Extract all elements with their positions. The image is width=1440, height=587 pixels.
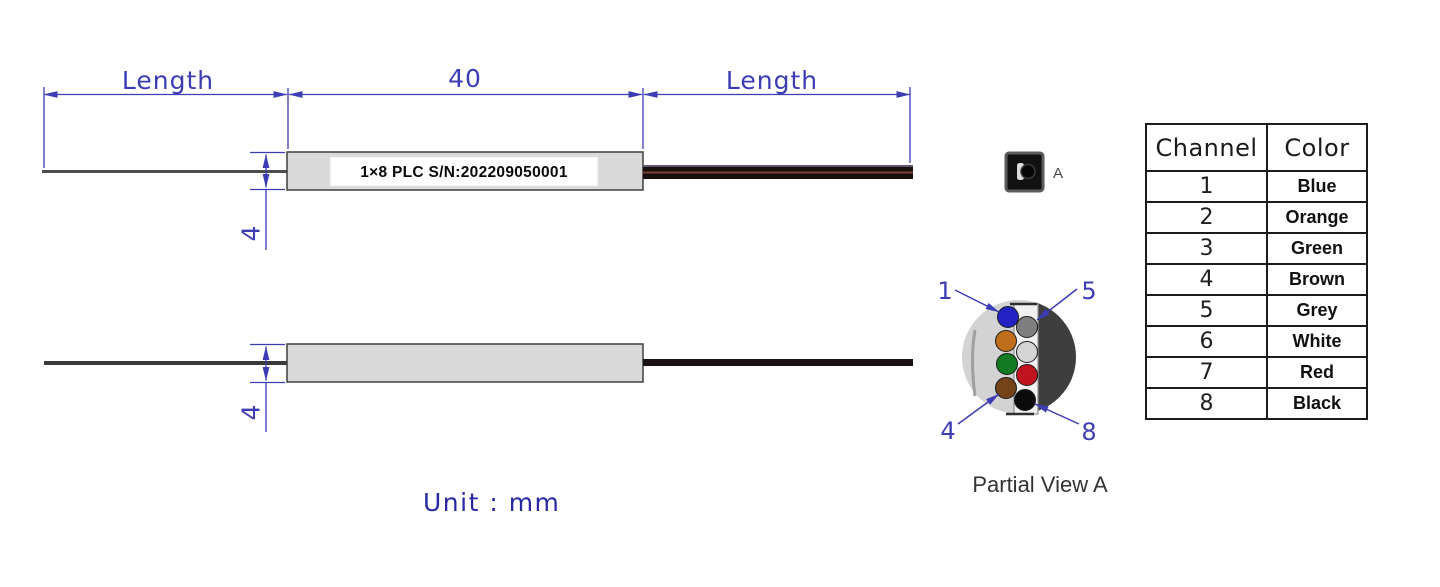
color-cell: Green — [1266, 232, 1368, 265]
fiber-dot-ch5-grey — [1016, 316, 1038, 338]
channel-cell: 4 — [1145, 263, 1268, 296]
detail-marker-label: A — [1053, 165, 1063, 182]
channel-cell: 5 — [1145, 294, 1268, 327]
channel-cell: 6 — [1145, 325, 1268, 358]
table-row: 5 Grey — [1145, 294, 1368, 327]
leader-line-ch1 — [954, 289, 1000, 313]
callout-5: 5 — [1081, 277, 1096, 305]
bottom-view: 4 — [44, 343, 913, 432]
leader-line-ch8 — [1034, 403, 1080, 425]
partial-view-title: Partial View A — [972, 472, 1108, 497]
color-cell: Red — [1266, 356, 1368, 389]
color-cell: Brown — [1266, 263, 1368, 296]
table-row: 2 Orange — [1145, 201, 1368, 234]
color-cell: Orange — [1266, 201, 1368, 234]
serial-label-plate — [329, 156, 599, 187]
fiber-dot-ch4-brown — [995, 377, 1017, 399]
leader-line-ch4 — [957, 393, 1000, 425]
dim-label-body-40: 40 — [448, 64, 482, 93]
table-header-row: Channel Color — [1145, 123, 1368, 172]
channel-cell: 8 — [1145, 387, 1268, 420]
callout-4: 4 — [940, 417, 955, 445]
partial-view: 1 5 4 8 Partial View A — [937, 277, 1108, 497]
callout-1: 1 — [937, 277, 952, 305]
channel-cell: 3 — [1145, 232, 1268, 265]
height-dim-label: 4 — [237, 225, 266, 242]
channel-cell: 1 — [1145, 170, 1268, 203]
table-row: 7 Red — [1145, 356, 1368, 389]
fiber-dot-ch1-blue — [997, 306, 1019, 328]
header-color: Color — [1266, 123, 1368, 172]
connector-endface-dark-half — [1037, 302, 1076, 412]
color-cell: White — [1266, 325, 1368, 358]
header-channel: Channel — [1145, 123, 1268, 172]
table-row: 3 Green — [1145, 232, 1368, 265]
color-cell: Grey — [1266, 294, 1368, 327]
callout-8: 8 — [1081, 418, 1096, 446]
dim-label-left-length: Length — [122, 66, 214, 95]
fiber-dot-ch8-black — [1014, 389, 1036, 411]
table-row: 6 White — [1145, 325, 1368, 358]
fiber-dot-ch7-red — [1016, 364, 1038, 386]
leader-line-ch5 — [1036, 288, 1078, 321]
table-row: 4 Brown — [1145, 263, 1368, 296]
color-cell: Black — [1266, 387, 1368, 420]
serial-label-text: 1×8 PLC S/N:202209050001 — [360, 164, 568, 181]
endface-crescent-line — [971, 329, 977, 397]
height-dim-label: 4 — [237, 404, 266, 421]
channel-cell: 7 — [1145, 356, 1268, 389]
detail-marker: A — [1004, 151, 1063, 193]
dim-label-right-length: Length — [726, 66, 818, 95]
color-cell: Blue — [1266, 170, 1368, 203]
output-ribbon — [643, 359, 913, 366]
table-row: 1 Blue — [1145, 170, 1368, 203]
top-view: Length 40 Length 1×8 PLC S/N:20220905000… — [42, 64, 913, 250]
connector-bore-glyph — [1020, 163, 1036, 180]
unit-note: Unit : mm — [423, 488, 560, 517]
fiber-dot-ch3-green — [996, 353, 1018, 375]
fiber-dot-ch6-white — [1016, 341, 1038, 363]
channel-color-table: Channel Color 1 Blue 2 Orange 3 Green 4 … — [1145, 123, 1368, 420]
table-row: 8 Black — [1145, 387, 1368, 420]
channel-cell: 2 — [1145, 201, 1268, 234]
fiber-dot-ch2-orange — [995, 330, 1017, 352]
splitter-body — [286, 343, 644, 383]
